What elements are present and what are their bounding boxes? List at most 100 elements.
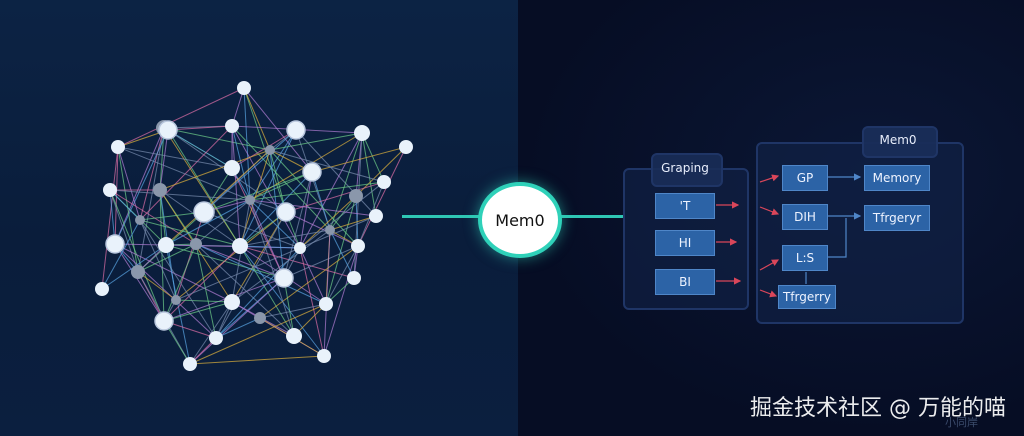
graph-edge (117, 146, 139, 273)
graph-node (183, 357, 197, 371)
graph-node (354, 125, 370, 141)
grouping-item-hi: HI (655, 230, 715, 256)
graph-node (158, 120, 178, 140)
graph-edge (215, 317, 261, 339)
graph-edge (249, 199, 295, 337)
grouping-title: Graping (661, 161, 709, 175)
graph-node (224, 294, 240, 310)
graph-edge (249, 199, 301, 249)
graph-edge (189, 301, 233, 365)
graph-node (349, 189, 363, 203)
graph-edge (283, 277, 295, 337)
graph-node (286, 120, 306, 140)
graph-edge (189, 277, 285, 365)
graph-edge (239, 245, 355, 279)
graph-edge (203, 129, 297, 213)
graph-edge (137, 243, 197, 273)
graph-node (276, 202, 296, 222)
graph-edge (285, 211, 359, 247)
graph-edge (139, 219, 241, 247)
graph-node (105, 234, 125, 254)
graph-edge (357, 146, 407, 247)
graph-edge (249, 171, 313, 201)
graph-edge (243, 87, 313, 173)
graph-edge (361, 132, 385, 183)
graph-edge (249, 199, 377, 217)
graph-edge (231, 125, 241, 247)
graph-edge (243, 87, 271, 151)
graph-edge (269, 149, 287, 213)
graph-edge (299, 247, 327, 305)
graph-edge (195, 243, 217, 339)
graph-node (302, 162, 322, 182)
network-panel (0, 0, 518, 436)
graph-edge (329, 132, 363, 231)
knowledge-graph (95, 81, 413, 371)
graph-edge (295, 129, 377, 217)
mem-item-gp: GP (782, 165, 828, 191)
graph-edge (355, 195, 359, 247)
graph-edge (325, 245, 359, 305)
graph-node (153, 183, 167, 197)
graph-edge (137, 271, 177, 301)
graph-edge (231, 167, 285, 279)
graph-edge (323, 229, 331, 357)
graph-node (225, 119, 239, 133)
graph-node (209, 331, 223, 345)
graph-edge (299, 195, 357, 249)
graph-edge (231, 125, 331, 231)
graph-edge (299, 132, 363, 249)
graph-node (154, 311, 174, 331)
graph-edge (329, 215, 377, 231)
graph-edge (269, 149, 385, 183)
graph-edge (114, 127, 165, 245)
grouping-item-t: 'T (655, 193, 715, 219)
graph-edge (239, 245, 295, 337)
graph-edge (243, 87, 251, 201)
graph-edge (117, 146, 141, 221)
graph-node (317, 349, 331, 363)
graph-node (103, 183, 117, 197)
graph-node (347, 271, 361, 285)
graph-node (135, 215, 145, 225)
graph-edge (189, 355, 325, 365)
graph-edge (163, 301, 233, 322)
graph-edge (165, 199, 251, 246)
graph-node (254, 312, 266, 324)
mem0-hub: Mem0 (478, 182, 562, 258)
hub-label: Mem0 (495, 210, 545, 230)
graph-node (232, 238, 248, 254)
graph-edge (109, 189, 165, 322)
graph-edge (137, 127, 165, 273)
graph-edge (285, 181, 385, 213)
graph-edge (323, 245, 359, 357)
mem-item-ls: L:S (782, 245, 828, 271)
mem-item-tfrgerry: Tfrgerry (778, 285, 836, 309)
graph-edge (159, 149, 271, 191)
graph-edge (114, 243, 217, 339)
graph-node (294, 242, 306, 254)
graph-edge (175, 247, 301, 301)
graph-node (325, 225, 335, 235)
graph-node (399, 140, 413, 154)
connector-line-right (553, 215, 623, 218)
graph-edge (109, 189, 251, 201)
graph-edge (139, 127, 165, 221)
graph-edge (215, 247, 301, 339)
graph-edge (117, 87, 245, 148)
mem0-title-box (862, 126, 938, 158)
graph-edge (159, 189, 165, 322)
graph-edge (269, 132, 363, 151)
graph-edge (259, 303, 327, 319)
graph-edge (329, 229, 355, 279)
grouping-item-bi: BI (655, 269, 715, 295)
graph-edge (195, 243, 285, 279)
graph-node (111, 140, 125, 154)
graph-node (95, 282, 109, 296)
graph-edge (175, 299, 233, 303)
graph-node (190, 238, 202, 250)
graph-edge (231, 211, 287, 303)
graph-edge (109, 189, 139, 273)
graph-node (274, 268, 294, 288)
